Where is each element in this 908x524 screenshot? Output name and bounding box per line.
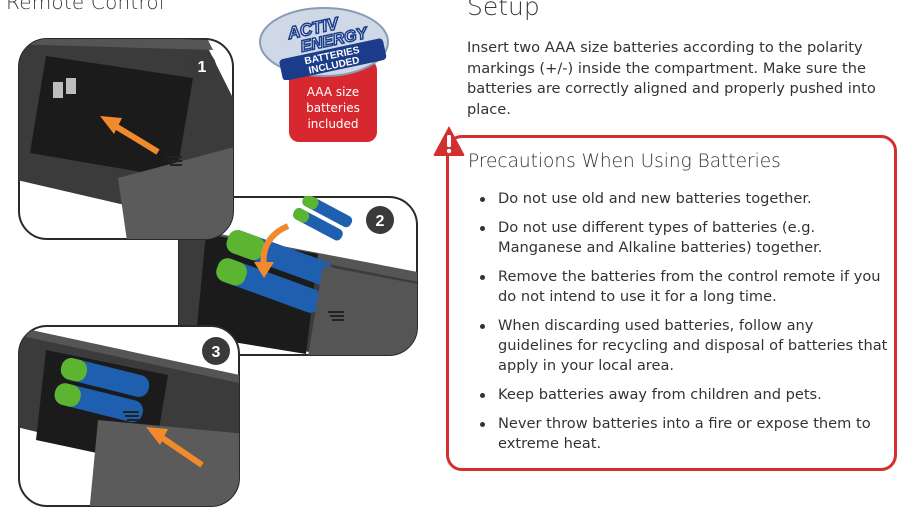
badge-caption-line1: AAA size [306, 85, 360, 99]
step-1-panel: 1 [18, 38, 234, 240]
setup-instructions: Insert two AAA size batteries according … [467, 39, 876, 118]
left-section-title: Remote Control [6, 0, 165, 14]
list-item: Keep batteries away from children and pe… [478, 385, 890, 405]
step-3-illustration: 3 [18, 325, 240, 507]
badge-caption-line3: included [307, 117, 359, 131]
step-3-number: 3 [212, 344, 221, 361]
badge-caption-line2: batteries [306, 101, 360, 115]
step-1-illustration: 1 [18, 38, 234, 240]
list-item: Do not use old and new batteries togethe… [478, 189, 890, 209]
precautions-title: Precautions When Using Batteries [468, 151, 781, 172]
step-3-panel: 3 [18, 325, 240, 507]
list-item: When discarding used batteries, follow a… [478, 316, 890, 376]
list-item: Remove the batteries from the control re… [478, 267, 890, 307]
step-1-number: 1 [198, 59, 207, 76]
activ-energy-logo: ACTIV ENERGY BATTERIES INCLUDED [256, 4, 392, 81]
list-item: Never throw batteries into a fire or exp… [478, 414, 890, 454]
list-item: Do not use different types of batteries … [478, 218, 890, 258]
precautions-list: Do not use old and new batteries togethe… [478, 189, 890, 463]
step-2-panel: 2 [178, 194, 418, 356]
step-2-number: 2 [376, 213, 385, 230]
warning-icon [432, 124, 466, 158]
setup-title: Setup [467, 0, 540, 21]
precautions-box [446, 135, 897, 471]
step-2-illustration: 2 [178, 194, 418, 356]
